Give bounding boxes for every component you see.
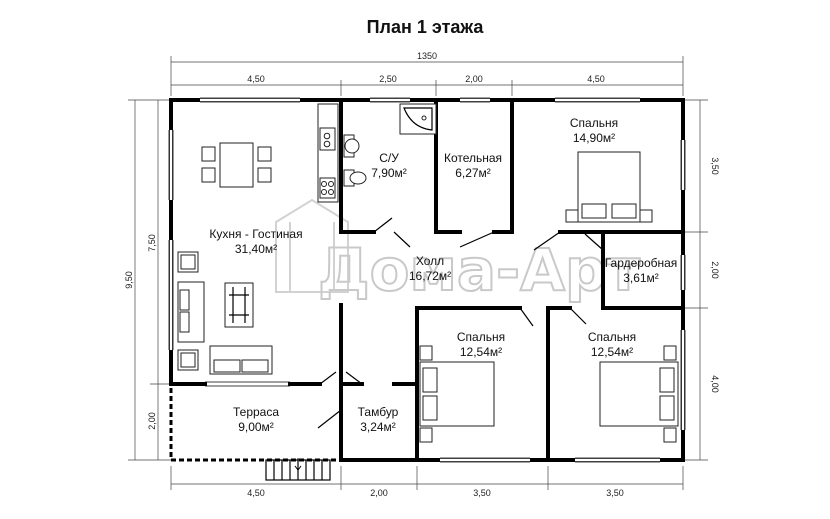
dim-top-2: 2,50	[379, 74, 397, 84]
bathroom-fixtures	[343, 103, 437, 187]
watermark: Дома-Арт	[275, 198, 642, 305]
room-bedroom1-name: Спальня	[570, 116, 618, 130]
dimensions-top: 1350 4,50 2,50 2,00 4,50	[170, 51, 684, 96]
room-hall-name: Холл	[416, 254, 444, 268]
room-bedroom3-name: Спальня	[588, 330, 636, 344]
plan-title: План 1 этажа	[367, 17, 485, 37]
window-frames	[168, 97, 686, 463]
dim-top-3: 2,00	[465, 74, 483, 84]
room-labels: Кухня - Гостиная 31,40м² С/У 7,90м² Коте…	[209, 116, 677, 434]
dim-right-1: 3,50	[710, 157, 720, 175]
bed-bedroom1	[565, 151, 653, 223]
room-boiler-area: 6,27м²	[455, 166, 491, 180]
room-terrace-name: Терраса	[233, 405, 279, 419]
room-vestibule-area: 3,24м²	[360, 420, 396, 434]
bed-bedroom2	[419, 345, 495, 443]
dim-left-outer: 9,50	[124, 271, 134, 289]
room-bedroom3-area: 12,54м²	[591, 345, 633, 359]
bed-bedroom3	[599, 345, 679, 443]
sofa-set	[177, 251, 273, 375]
dimensions-right: 3,50 2,00 4,00	[683, 99, 720, 461]
room-boiler-name: Котельная	[444, 151, 502, 165]
room-bathroom-name: С/У	[379, 151, 399, 165]
dim-top-4: 4,50	[587, 74, 605, 84]
dimensions-bottom: 4,50 2,00 3,50 3,50	[170, 466, 684, 498]
terrace-outline	[169, 388, 341, 462]
dim-bottom-4: 3,50	[606, 488, 624, 498]
room-wardrobe-name: Гардеробная	[605, 256, 678, 270]
room-wardrobe-area: 3,61м²	[623, 271, 659, 285]
dining-set	[201, 142, 272, 188]
room-bathroom-area: 7,90м²	[371, 166, 407, 180]
kitchen-counter	[317, 103, 339, 203]
dim-top-1: 4,50	[247, 74, 265, 84]
room-terrace-area: 9,00м²	[238, 420, 274, 434]
doors	[317, 217, 604, 429]
dimensions-left: 9,50 7,50 2,00	[124, 99, 172, 461]
room-vestibule-name: Тамбур	[358, 405, 399, 419]
watermark-text: Дома-Арт	[318, 236, 641, 304]
dim-right-3: 4,00	[710, 375, 720, 393]
room-bedroom1-area: 14,90м²	[573, 131, 615, 145]
room-kitchen-name: Кухня - Гостиная	[209, 227, 302, 241]
room-bedroom2-area: 12,54м²	[460, 345, 502, 359]
dim-left-terrace: 2,00	[147, 412, 157, 430]
terrace-steps	[265, 458, 331, 481]
watermark-house-icon	[275, 198, 349, 293]
room-hall-area: 16,72м²	[409, 269, 451, 283]
dim-total-width: 1350	[417, 51, 437, 61]
dim-right-2: 2,00	[710, 261, 720, 279]
dim-bottom-3: 3,50	[473, 488, 491, 498]
room-bedroom2-name: Спальня	[457, 330, 505, 344]
room-kitchen-area: 31,40м²	[235, 242, 277, 256]
windows	[169, 98, 685, 462]
dim-bottom-1: 4,50	[247, 488, 265, 498]
dim-left-inner: 7,50	[147, 234, 157, 252]
dim-bottom-2: 2,00	[370, 488, 388, 498]
